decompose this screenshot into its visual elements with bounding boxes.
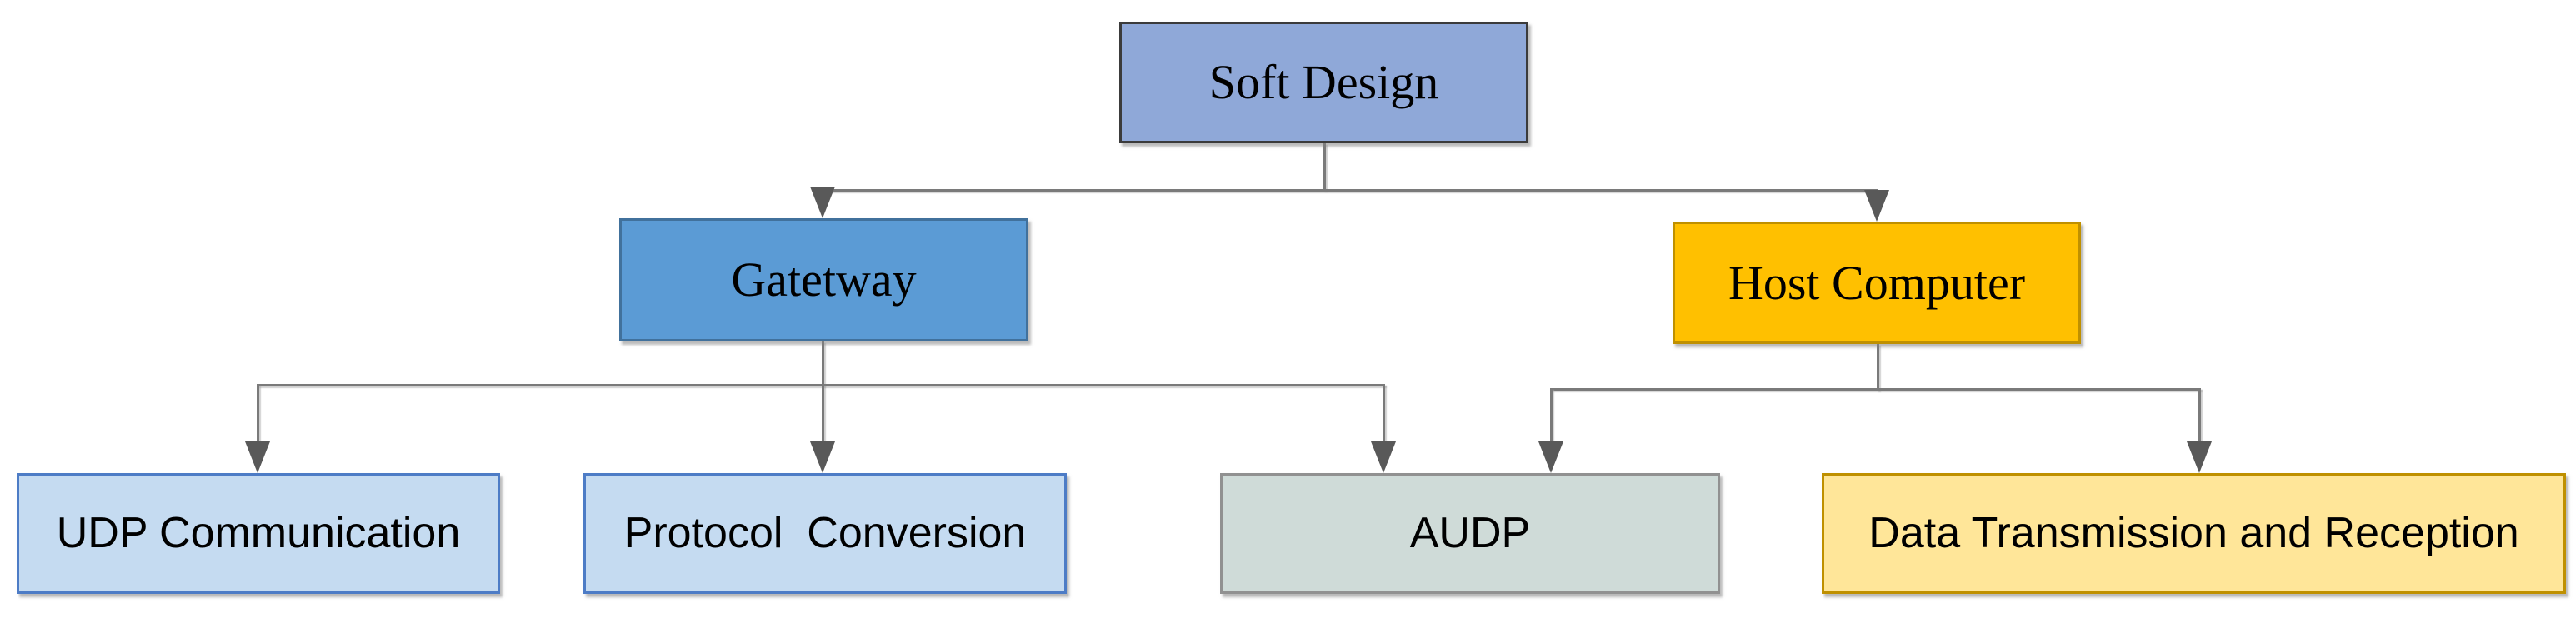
node-gateway-label: Gatetway (731, 252, 917, 307)
node-data-transmission-label: Data Transmission and Reception (1868, 508, 2519, 557)
node-host-computer-label: Host Computer (1728, 255, 2026, 310)
edge-gateway-to-udp-drop-line (257, 384, 259, 446)
node-protocol-conversion-label: Protocol Conversion (623, 508, 1027, 557)
arrowhead-down-icon (1371, 441, 1396, 473)
node-audp: AUDP (1220, 473, 1720, 594)
edge-host-horizontal-line (1550, 388, 2201, 391)
node-soft-design-label: Soft Design (1208, 55, 1439, 110)
edge-host-stem-line (1877, 344, 1879, 391)
edge-host-to-audp-drop-line (1550, 388, 1553, 446)
arrowhead-down-icon (1538, 441, 1563, 473)
node-gateway: Gatetway (619, 218, 1028, 341)
node-data-transmission: Data Transmission and Reception (1822, 473, 2566, 594)
edge-root-stem-line (1323, 143, 1326, 191)
arrowhead-down-icon (2187, 441, 2212, 473)
node-host-computer: Host Computer (1673, 222, 2081, 344)
edge-gateway-stem-line (822, 341, 824, 386)
node-udp-communication-label: UDP Communication (56, 508, 461, 557)
edge-gateway-to-protocol-drop-line (822, 384, 824, 446)
edge-root-horizontal-line (822, 189, 1878, 192)
node-audp-label: AUDP (1409, 508, 1531, 557)
arrowhead-down-icon (1864, 190, 1889, 222)
edge-host-to-datatx-drop-line (2198, 388, 2201, 446)
edge-gateway-horizontal-line (257, 384, 1385, 386)
arrowhead-down-icon (245, 441, 270, 473)
node-udp-communication: UDP Communication (17, 473, 500, 594)
arrowhead-down-icon (810, 187, 835, 218)
node-protocol-conversion: Protocol Conversion (583, 473, 1067, 594)
node-soft-design: Soft Design (1119, 22, 1528, 143)
edge-gateway-to-audp-drop-line (1383, 384, 1385, 446)
arrowhead-down-icon (810, 441, 835, 473)
